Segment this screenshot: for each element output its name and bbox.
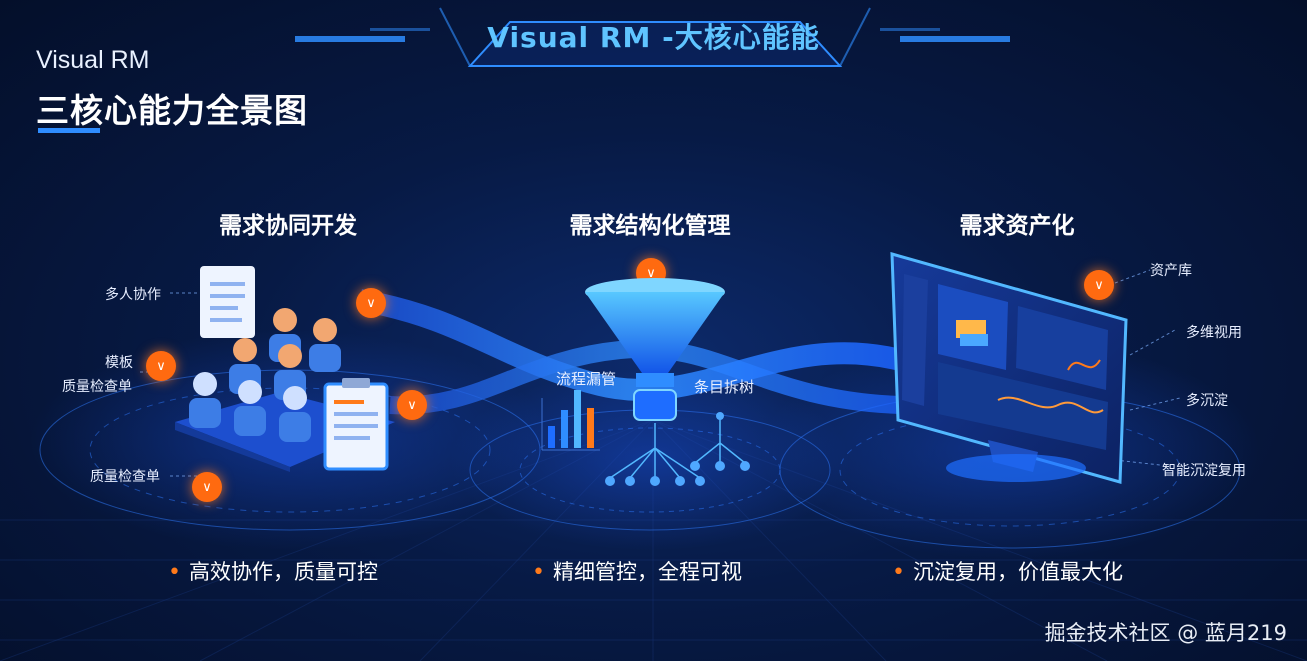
chevron-down-icon: ∨ <box>1084 270 1114 300</box>
slogan-collab: • 高效协作，质量可控 <box>168 556 378 586</box>
label-tree: 条目拆树 <box>694 378 755 396</box>
slogan-asset: • 沉淀复用，价值最大化 <box>892 556 1123 586</box>
column-title-collab: 需求协同开发 <box>219 213 357 239</box>
column-title-structure: 需求结构化管理 <box>569 213 731 239</box>
chevron-down-icon: ∨ <box>397 390 427 420</box>
funnel-structure-illustration <box>541 278 750 486</box>
chevron-down-icon: ∨ <box>356 288 386 318</box>
top-title: Visual RM -大核心能能 <box>487 21 820 54</box>
slogan-asset-text: 沉淀复用，价值最大化 <box>912 560 1123 584</box>
chevron-down-icon: ∨ <box>192 472 222 502</box>
slogan-structure: • 精细管控，全程可视 <box>532 556 742 586</box>
watermark: 掘金技术社区 @ 蓝月219 <box>1044 621 1287 645</box>
bullet-dot: • <box>168 560 181 585</box>
title-underline <box>38 128 100 133</box>
label-multi-deposit: 多沉淀 <box>1186 393 1228 409</box>
bullet-dot: • <box>892 560 905 585</box>
team-collaboration-illustration <box>175 266 395 472</box>
column-title-asset: 需求资产化 <box>959 213 1075 239</box>
label-asset-library: 资产库 <box>1150 263 1192 279</box>
slogan-structure-text: 精细管控，全程可视 <box>552 560 742 584</box>
brand-name: Visual RM <box>36 46 150 74</box>
label-template: 模板 <box>105 355 133 371</box>
label-funnel: 流程漏管 <box>556 370 617 388</box>
chevron-down-icon: ∨ <box>146 351 176 381</box>
asset-dashboard-monitor <box>890 251 1128 484</box>
label-quality-checklist-2: 质量检查单 <box>90 469 160 485</box>
label-multi-collab: 多人协作 <box>105 287 161 303</box>
bullet-dot: • <box>532 560 545 585</box>
label-multi-view: 多维视用 <box>1186 325 1242 341</box>
slogan-collab-text: 高效协作，质量可控 <box>188 560 378 584</box>
page-title: 三核心能力全景图 <box>36 91 308 130</box>
label-smart-reuse: 智能沉淀复用 <box>1162 463 1246 479</box>
label-quality-checklist: 质量检查单 <box>62 379 132 395</box>
